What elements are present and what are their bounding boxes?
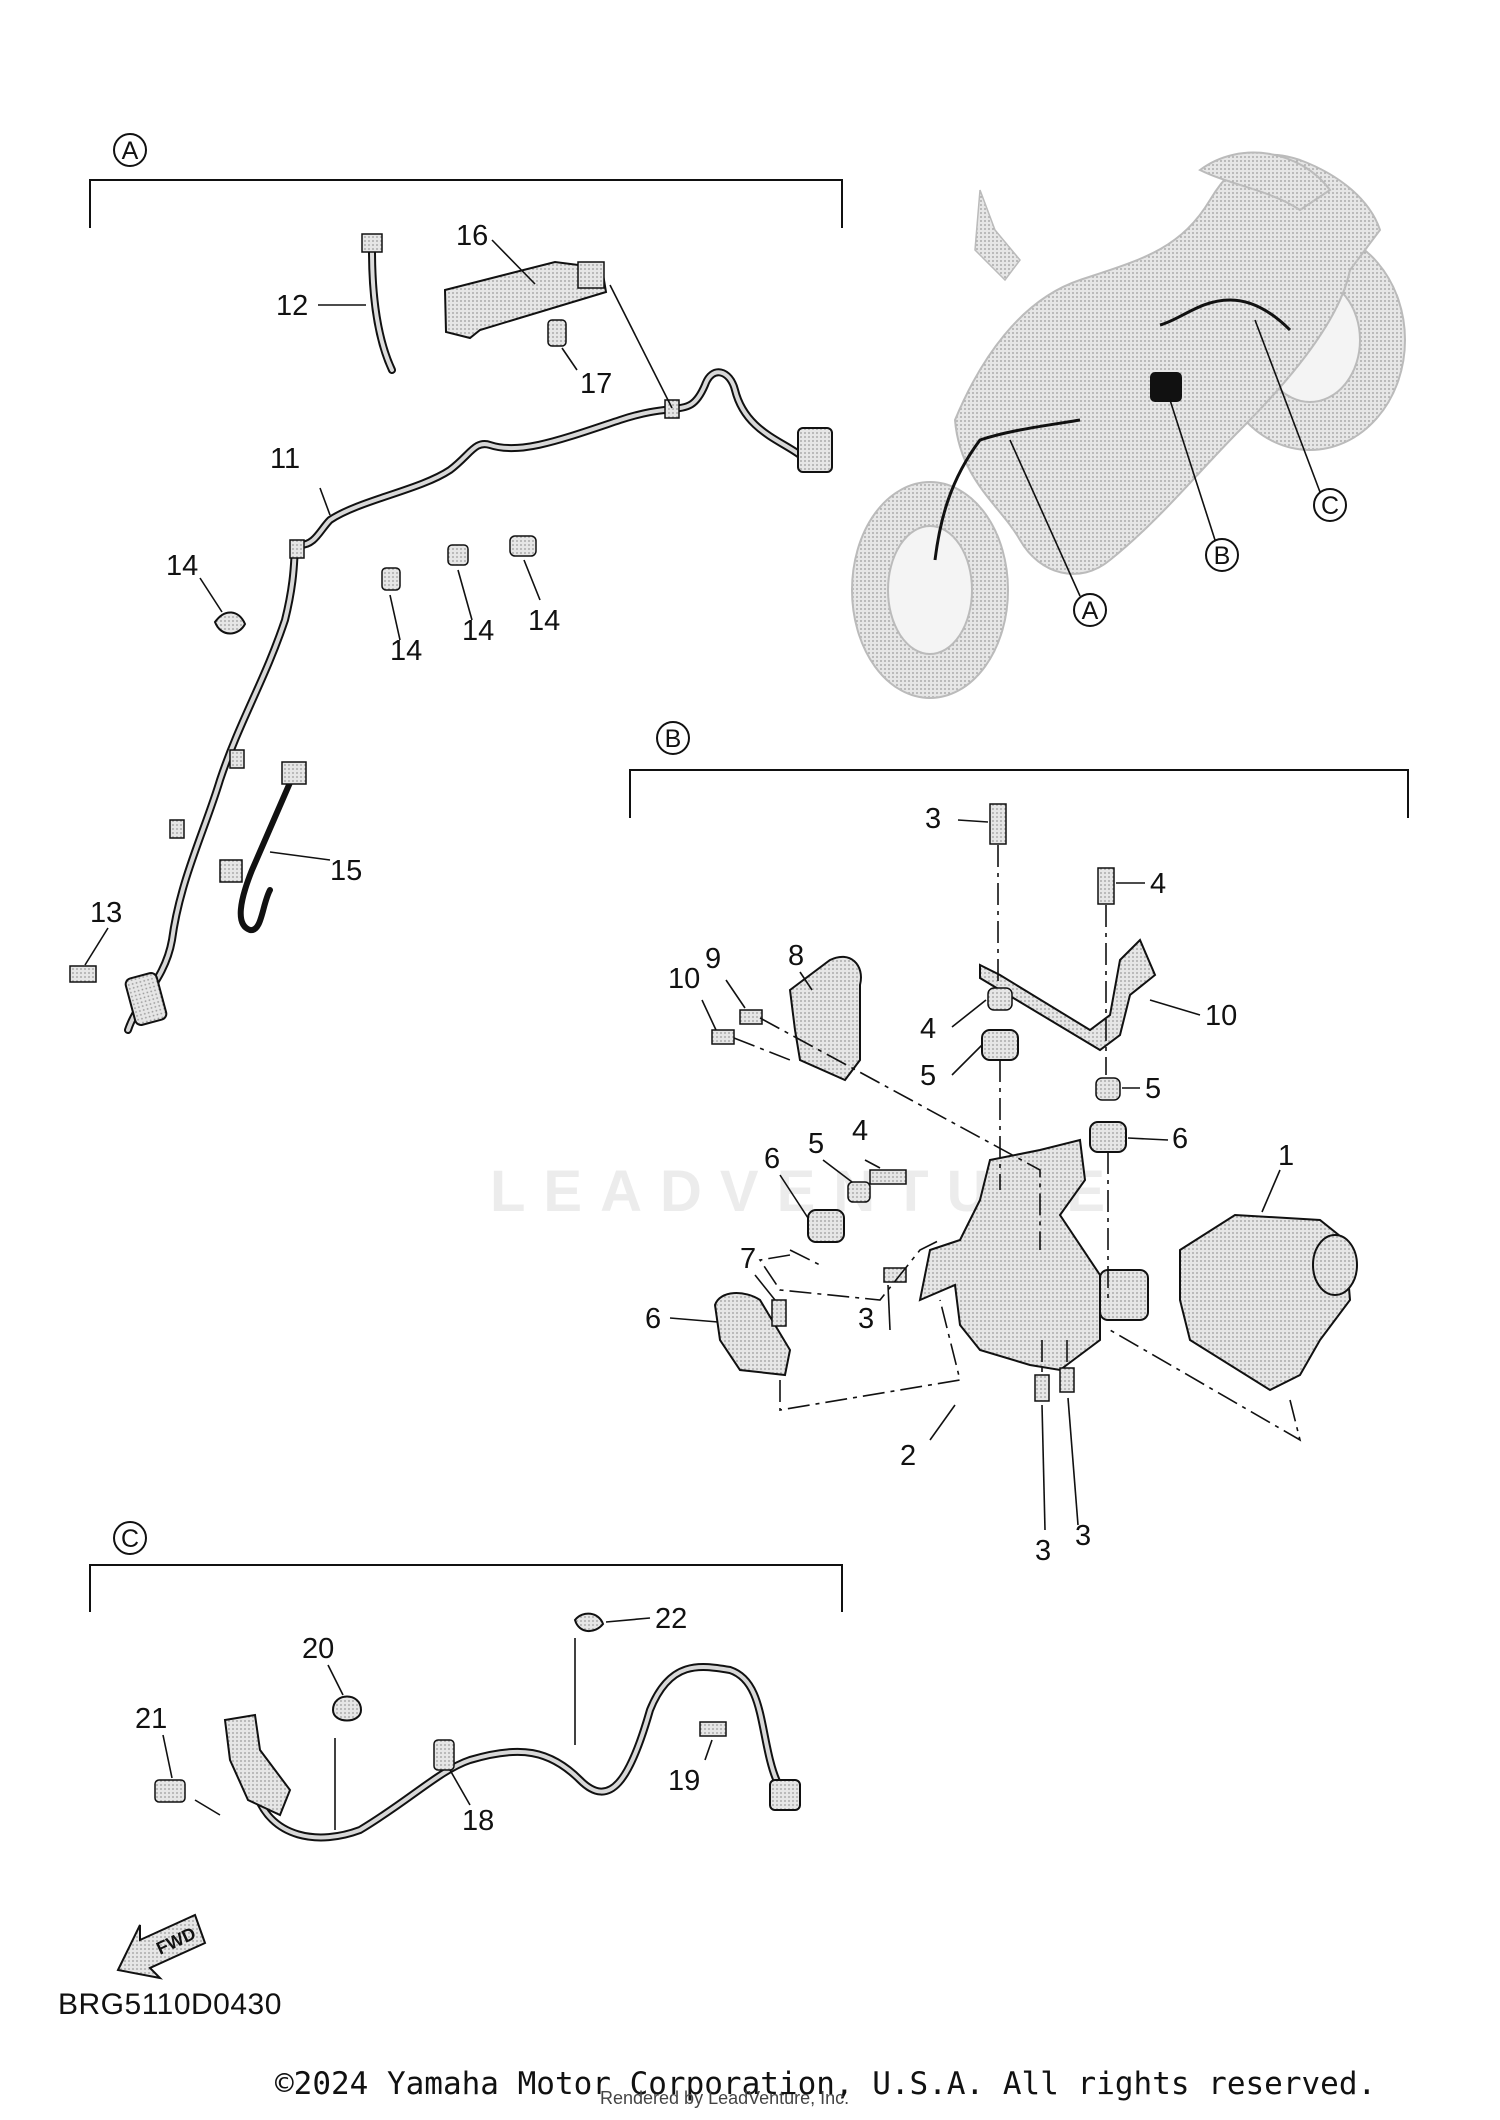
callout-14-a: 14: [166, 550, 198, 582]
callout-10-b: 10: [668, 963, 700, 995]
callout-13: 13: [90, 897, 122, 929]
bolt-10-b: [711, 1029, 735, 1045]
callout-7: 6: [645, 1303, 661, 1335]
callout-22: 22: [655, 1603, 687, 1635]
collar-5-b: [1095, 1077, 1121, 1101]
clip-20: [331, 1695, 363, 1722]
overview-abs-unit: [1150, 372, 1182, 402]
clamp-14-d: [509, 535, 537, 557]
callout-labels: 11 12 13 14 14 14 14 15 16 17 1 2 3 3 3 …: [90, 220, 1294, 1837]
overview-marker-a: A: [1082, 597, 1099, 625]
bolt-3-c: [1059, 1367, 1075, 1393]
rendered-by-notice: Rendered by LeadVenture, Inc.: [600, 2088, 850, 2108]
collar-5-a: [987, 987, 1013, 1011]
bolt-10-a: [739, 1009, 763, 1025]
bolt-4-b: [1097, 867, 1115, 905]
grommet-6-b: [1089, 1121, 1127, 1153]
section-a-letter: A: [122, 137, 139, 165]
bolt-3-b: [1034, 1374, 1050, 1402]
wire-harness-11: [124, 368, 804, 1034]
callout-11: 11: [270, 443, 300, 475]
callout-3-a: 3: [858, 1303, 874, 1335]
section-c-bracket: [89, 1564, 843, 1612]
fwd-arrow-icon: FWD: [116, 1913, 207, 1980]
callout-20: 20: [302, 1633, 334, 1665]
callout-5-c: 5: [808, 1128, 824, 1160]
clamp-14-c: [447, 544, 469, 566]
section-b-bracket: [629, 769, 1409, 818]
bracket-7: [713, 1292, 792, 1377]
bolt-21: [154, 1779, 186, 1803]
overview-marker-c: C: [1321, 492, 1339, 520]
callout-12: 12: [276, 290, 308, 322]
callout-14-d: 14: [528, 605, 560, 637]
overview-marker-b: B: [1214, 542, 1231, 570]
grommet-6-c: [807, 1209, 845, 1243]
callout-15: 15: [330, 855, 362, 887]
overview-harness-a: [933, 418, 1081, 561]
bolt-19: [699, 1721, 727, 1737]
callout-9: 8: [788, 940, 804, 972]
motorcycle-body: [953, 153, 1382, 575]
bolt-3-a: [883, 1267, 907, 1283]
bracket-16: [443, 260, 608, 340]
callout-6-b: 6: [1172, 1123, 1188, 1155]
stay-23: [979, 938, 1157, 1052]
bolt-4-a: [989, 803, 1007, 845]
callout-1: 1: [1278, 1140, 1294, 1172]
callout-21: 21: [135, 1703, 167, 1735]
clamp-14-b: [381, 567, 401, 591]
section-b: B: [629, 721, 1409, 1531]
callout-14-c: 14: [462, 615, 494, 647]
callout-17: 17: [580, 368, 612, 400]
bolt-8: [771, 1299, 787, 1327]
callout-23: 10: [1205, 1000, 1237, 1032]
callout-10-a: 9: [705, 943, 721, 975]
clamp-18: [433, 1739, 455, 1771]
callout-8: 7: [740, 1243, 756, 1275]
callout-6-a: 5: [920, 1060, 936, 1092]
section-a-marker: [113, 133, 147, 167]
callout-5-b: 5: [1145, 1073, 1161, 1105]
section-c: C FWD: [89, 1521, 843, 1980]
section-a: A: [69, 133, 843, 1034]
section-b-letter: B: [665, 725, 682, 753]
callout-3-c: 3: [1075, 1520, 1091, 1552]
connector-c: [223, 1713, 292, 1817]
abs-hydraulic-unit-1: [1179, 1213, 1352, 1392]
callout-4-a: 3: [925, 803, 941, 835]
sensor-lead-15: [237, 775, 295, 933]
bolt-4-c: [869, 1169, 907, 1185]
diagram-code: BRG5110D0430: [58, 1988, 282, 2021]
callout-4-c: 4: [852, 1115, 868, 1147]
clamp-14-a: [213, 611, 247, 635]
clip-22: [573, 1612, 605, 1632]
callout-3-b: 3: [1035, 1535, 1051, 1567]
sensor-bracket-a: [124, 972, 168, 1026]
bracket-2: [918, 1138, 1101, 1372]
section-a-bracket: [89, 179, 843, 228]
copyright-notice: ©2024 Yamaha Motor Corporation, U.S.A. A…: [275, 2066, 1377, 2102]
sensor-19: [769, 1779, 801, 1811]
grommet-6-a: [981, 1029, 1019, 1061]
callout-19: 19: [668, 1765, 700, 1797]
callout-4-b: 4: [1150, 868, 1166, 900]
callout-18: 18: [462, 1805, 494, 1837]
callout-2: 2: [900, 1440, 916, 1472]
bolt-13: [69, 965, 97, 983]
clip-17: [547, 319, 567, 347]
callout-6-c: 6: [764, 1143, 780, 1175]
overview-harness-c: [1159, 298, 1292, 332]
section-c-letter: C: [121, 1525, 139, 1553]
callout-16: 16: [456, 220, 488, 252]
collar-5-c: [847, 1181, 871, 1203]
bracket-9: [788, 955, 862, 1082]
connector-a: [797, 427, 833, 473]
callout-5-a: 4: [920, 1013, 936, 1045]
callout-14-b: 14: [390, 635, 422, 667]
motorcycle-overview: A B C: [851, 151, 1406, 699]
